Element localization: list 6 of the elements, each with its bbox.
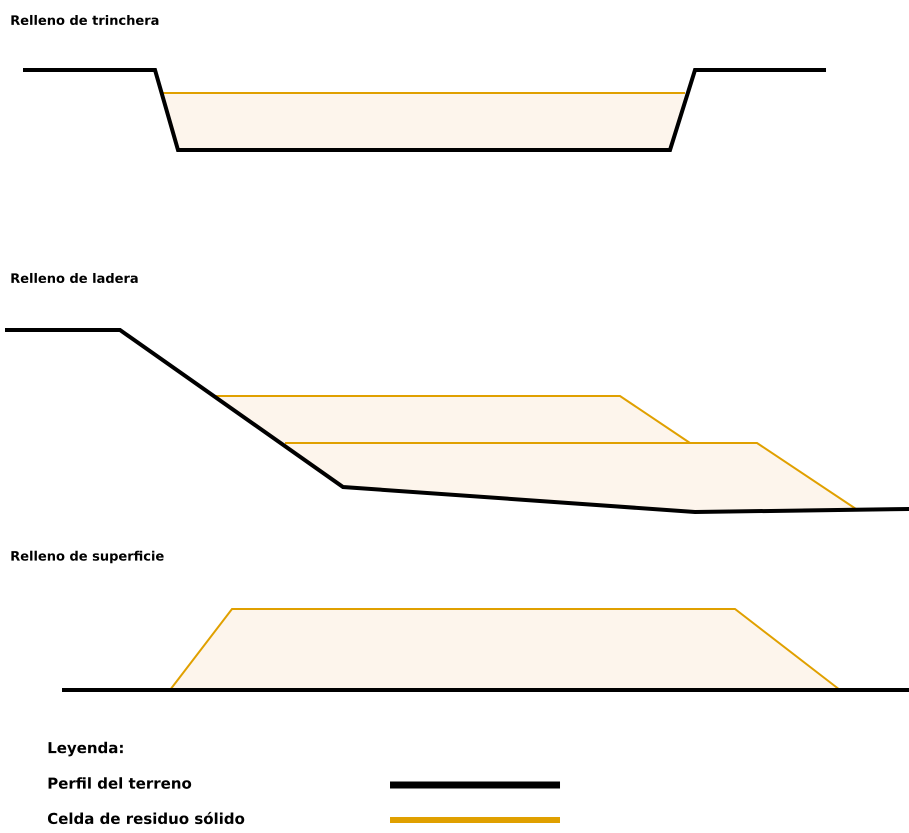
section-title: Relleno de ladera — [11, 272, 138, 284]
legend-heading: Leyenda: — [48, 742, 123, 756]
legend-label: Celda de residuo sólido — [48, 812, 244, 824]
section-title: Relleno de superficie — [11, 550, 164, 564]
section-title: Relleno de trinchera — [11, 14, 158, 26]
legend-label: Perfil del terreno — [48, 777, 192, 789]
